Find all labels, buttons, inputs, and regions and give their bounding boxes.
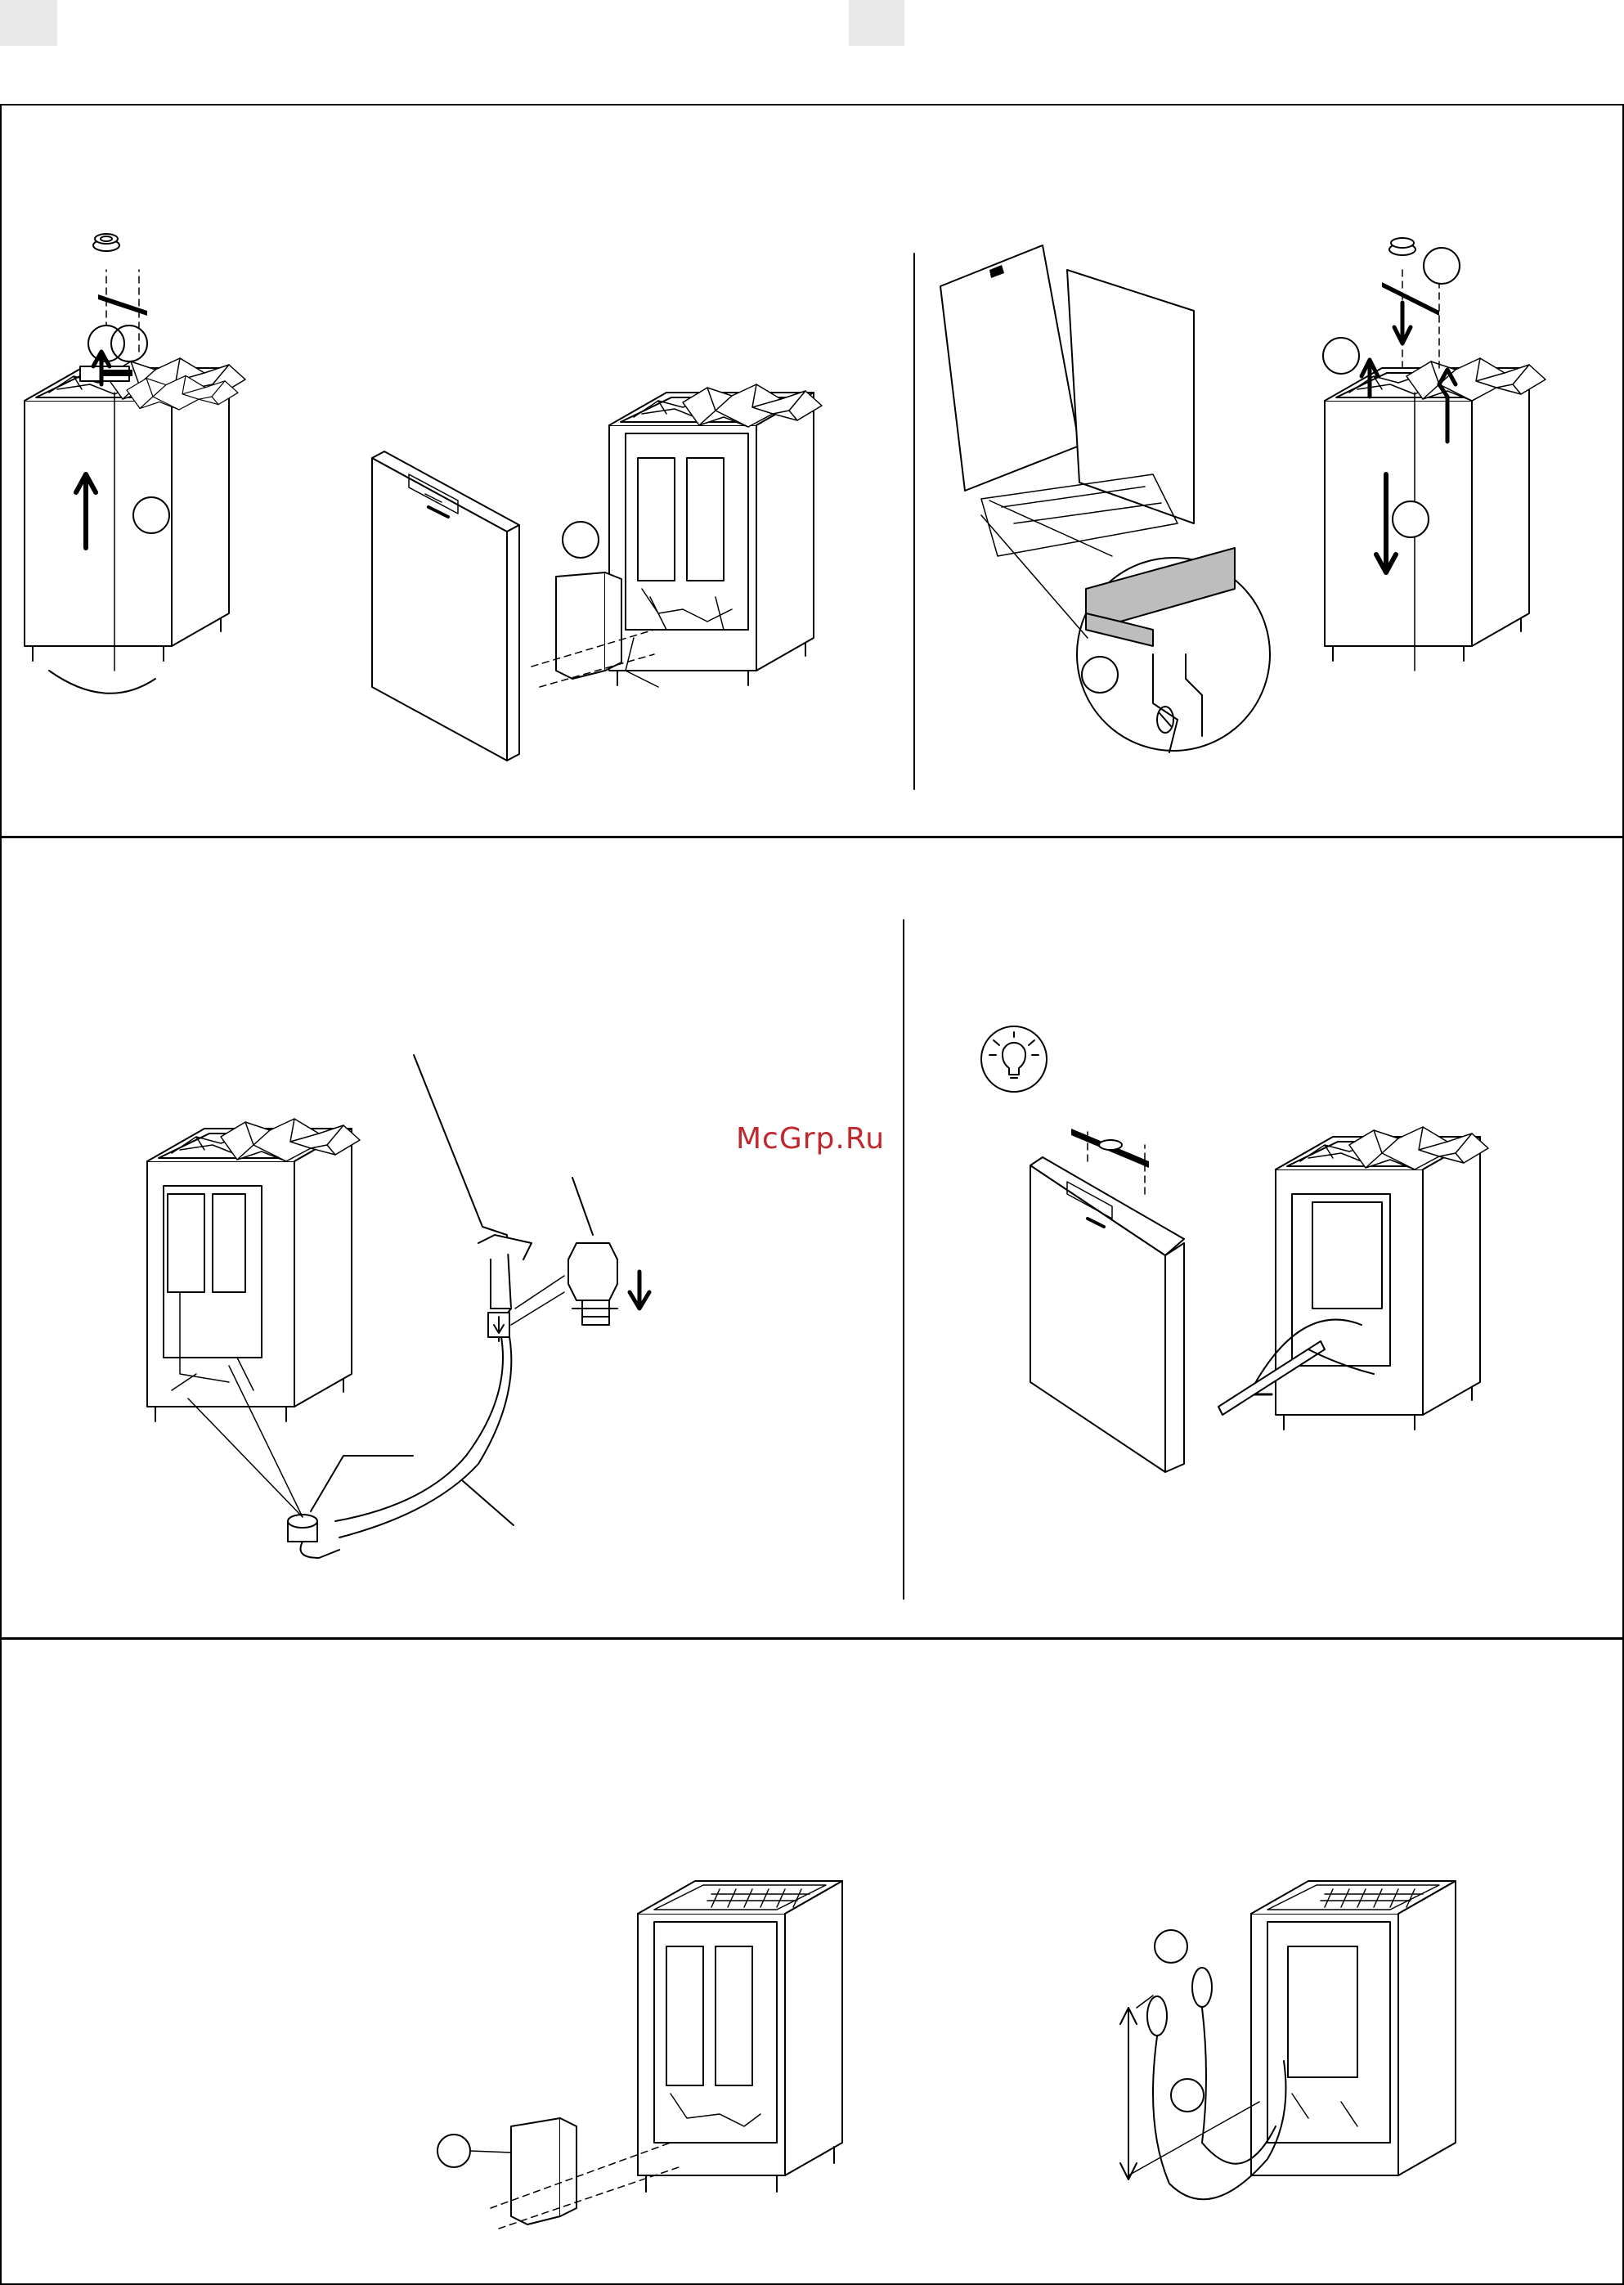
figure-b bbox=[372, 384, 822, 761]
figure-c-drain bbox=[147, 1119, 360, 1421]
figure-d-tip bbox=[981, 1026, 1488, 1472]
figure-e-cover bbox=[437, 1881, 842, 2229]
figure-panel-hook bbox=[940, 245, 1270, 752]
figure-f-hose bbox=[1120, 1881, 1456, 2199]
figure-a bbox=[25, 234, 245, 694]
watermark-text: McGrp.Ru bbox=[736, 1122, 885, 1156]
figure-reinstall bbox=[1323, 238, 1545, 671]
